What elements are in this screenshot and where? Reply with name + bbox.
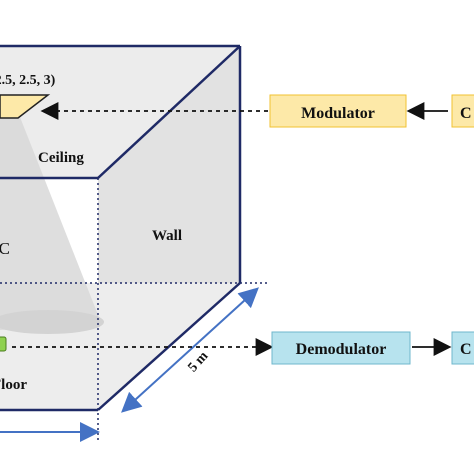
led-panel <box>0 94 51 119</box>
modulator-label: Modulator <box>301 105 375 122</box>
dimension-label: 5 m <box>185 349 211 376</box>
ceiling-label: Ceiling <box>38 150 84 166</box>
right-box-bottom <box>451 331 474 365</box>
modulator-box <box>269 94 407 128</box>
hidden-edges <box>0 178 268 440</box>
light-spot <box>0 310 104 334</box>
right-box-top <box>451 94 474 128</box>
right-box-bottom-label: C <box>460 341 472 358</box>
depth-dimension-arrow <box>121 287 259 413</box>
led-coordinate-label: (2.5, 2.5, 3) <box>0 73 56 88</box>
floor-label: Floor <box>0 377 27 393</box>
demodulator-label: Demodulator <box>296 341 387 358</box>
light-cone <box>0 112 102 330</box>
right-box-top-label: C <box>460 105 472 122</box>
receiver-device <box>0 336 7 352</box>
wall-label: Wall <box>152 228 182 244</box>
vlc-label: VLC <box>0 239 10 258</box>
ceiling-plane <box>0 46 240 178</box>
demodulator-box <box>271 331 411 365</box>
